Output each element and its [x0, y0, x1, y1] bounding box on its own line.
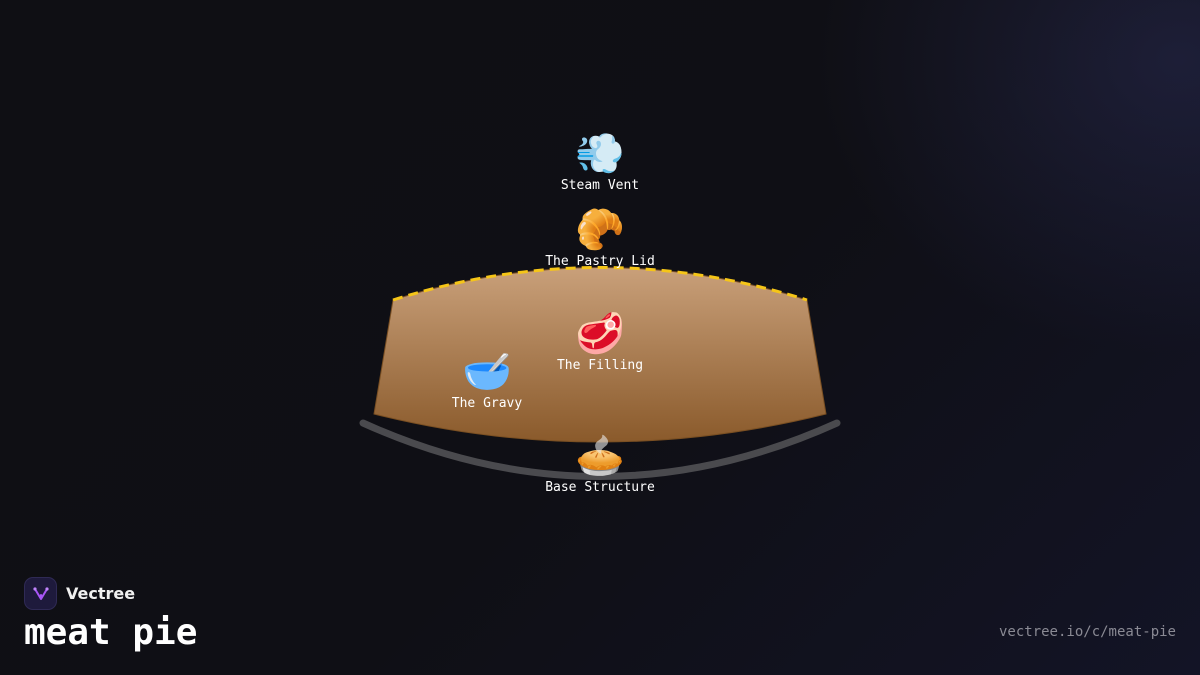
node-gravy[interactable]: 🥣 The Gravy — [407, 348, 567, 412]
node-label: Base Structure — [545, 480, 655, 495]
node-steam-vent[interactable]: 💨 Steam Vent — [520, 130, 680, 194]
base-arc — [359, 419, 841, 480]
node-label: The Pastry Lid — [545, 254, 655, 269]
steam-icon: 💨 — [575, 131, 625, 177]
brand[interactable]: Vectree — [24, 577, 135, 610]
node-pastry-lid[interactable]: 🥐 The Pastry Lid — [520, 206, 680, 270]
node-label: The Gravy — [451, 396, 523, 411]
croissant-icon: 🥐 — [575, 207, 625, 253]
page-url[interactable]: vectree.io/c/meat-pie — [998, 624, 1176, 640]
crust-edge-line — [392, 266, 808, 302]
node-label: The Filling — [556, 358, 644, 373]
page-title: meat pie — [24, 612, 198, 653]
bowl-icon: 🥣 — [462, 349, 512, 395]
meat-icon: 🥩 — [575, 311, 625, 357]
node-label: Steam Vent — [560, 178, 640, 193]
brand-name: Vectree — [66, 584, 136, 603]
node-base-structure[interactable]: 🥧 Base Structure — [520, 432, 680, 496]
vectree-logo-icon — [24, 577, 57, 610]
pie-icon: 🥧 — [575, 433, 625, 479]
node-filling[interactable]: 🥩 The Filling — [520, 310, 680, 374]
